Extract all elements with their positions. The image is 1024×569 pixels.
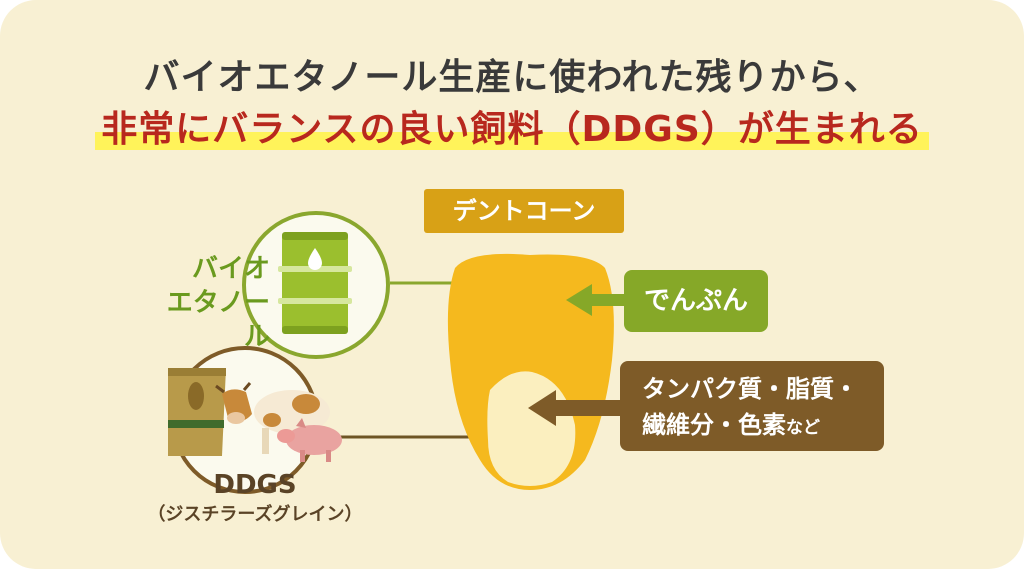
nutrients-line-2: 繊維分・色素など: [642, 407, 884, 446]
ddgs-reading-label: （ジスチラーズグレイン）: [147, 504, 363, 525]
dent-corn-label: デントコーン: [424, 189, 624, 233]
starch-arrow: [566, 284, 632, 316]
feed-bag-icon: [168, 368, 226, 456]
headline-line-2-wrap: 非常にバランスの良い飼料（DDGS）が生まれる: [0, 100, 1024, 152]
ddgs-label: DDGS: [213, 470, 297, 500]
nutrients-suffix: など: [786, 418, 820, 438]
starch-label: でんぷん: [624, 270, 768, 332]
nutrients-arrow: [528, 390, 628, 426]
headline-line-1: バイオエタノール生産に使われた残りから、: [143, 57, 881, 98]
ethanol-barrel-icon: [278, 232, 352, 334]
bioethanol-label: バイオ エタノール: [150, 252, 270, 354]
nutrients-label: タンパク質・脂質・ 繊維分・色素など: [620, 361, 884, 451]
headline-line-2: 非常にバランスの良い飼料（DDGS）が生まれる: [95, 100, 929, 152]
nutrients-line-2-text: 繊維分・色素: [642, 411, 786, 439]
pig-icon: [277, 418, 342, 462]
bioethanol-label-line-1: バイオ: [191, 254, 270, 284]
nutrients-line-1: タンパク質・脂質・: [642, 375, 858, 403]
bioethanol-label-line-2: エタノール: [166, 288, 270, 352]
